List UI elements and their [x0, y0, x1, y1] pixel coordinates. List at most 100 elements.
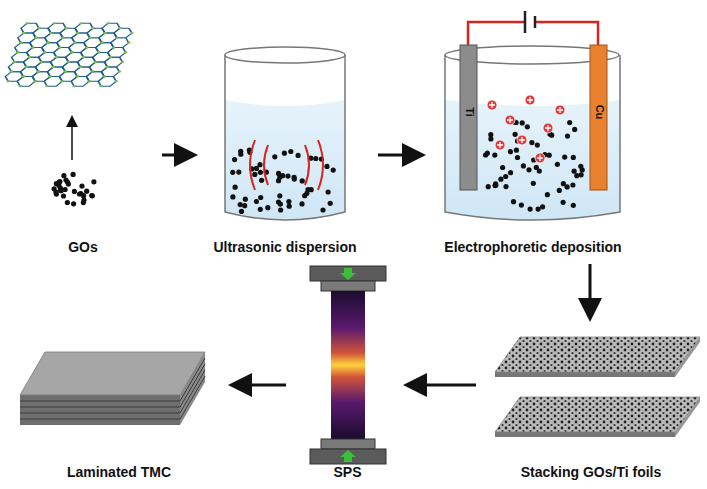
- lattice-atom: [90, 71, 94, 73]
- particle: [54, 192, 59, 197]
- beaker: [225, 47, 345, 220]
- particle: [492, 153, 497, 158]
- lattice-atom: [88, 37, 92, 39]
- particle: [529, 140, 534, 145]
- lattice-cell: [85, 72, 106, 82]
- particle: [278, 207, 283, 212]
- lattice-atom: [37, 27, 41, 29]
- positive-ions: [487, 95, 565, 163]
- lattice-atom: [27, 56, 31, 58]
- process-step: Electrophoretic deposition: [424, 15, 642, 260]
- lattice-atom: [88, 37, 92, 39]
- lattice-atom: [12, 61, 16, 63]
- particle: [65, 200, 70, 205]
- lattice-cell: [97, 76, 118, 86]
- electrode-label: Ti: [463, 107, 474, 117]
- particle: [57, 179, 62, 184]
- particle: [277, 193, 282, 198]
- lattice-cell: [88, 62, 109, 72]
- lattice-atom: [34, 37, 38, 39]
- lattice-atom: [115, 37, 119, 39]
- particle: [258, 195, 263, 200]
- lattice-atom: [118, 27, 122, 29]
- lattice-atom: [85, 46, 89, 48]
- lattice-atom: [102, 75, 106, 77]
- particle: [579, 172, 584, 177]
- lattice-atom: [58, 46, 62, 48]
- lattice-atom: [81, 56, 85, 58]
- lattice-atom: [75, 75, 79, 77]
- ion-sign: [497, 142, 503, 148]
- lattice-cell: [97, 33, 118, 43]
- lattice-atom: [48, 75, 52, 77]
- lattice-atom: [115, 37, 119, 39]
- particle: [84, 189, 89, 194]
- lattice-atom: [64, 27, 68, 29]
- particle: [282, 151, 287, 156]
- lattice-atom: [69, 51, 73, 53]
- lattice-atom: [102, 75, 106, 77]
- particle: [555, 162, 560, 167]
- particle: [288, 149, 293, 154]
- particle: [230, 194, 235, 199]
- particle: [320, 207, 325, 212]
- particle: [508, 170, 513, 175]
- process-step: SPS: [290, 255, 405, 485]
- electrode-label: Cu: [593, 105, 604, 120]
- lattice-atom: [9, 71, 13, 73]
- particle: [531, 181, 536, 186]
- lattice-atom: [73, 42, 77, 44]
- ti-foil: [495, 337, 700, 377]
- particle: [259, 178, 264, 183]
- particle: [71, 172, 76, 177]
- particle: [488, 136, 493, 141]
- lattice-atom: [106, 22, 110, 24]
- particle: [299, 201, 304, 206]
- lattice-atom: [127, 42, 131, 44]
- lattice-cell: [43, 33, 64, 43]
- particle: [328, 201, 333, 206]
- flow-arrow: [234, 384, 286, 387]
- particle: [483, 152, 488, 157]
- lattice-atom: [78, 66, 82, 68]
- particle: [243, 197, 248, 202]
- lattice-atom: [76, 32, 80, 34]
- sps-press: [310, 266, 386, 464]
- lattice-atom: [18, 85, 22, 87]
- lattice-atom: [31, 46, 35, 48]
- particle: [498, 177, 503, 182]
- lattice-atom: [105, 66, 109, 68]
- lattice-atom: [78, 66, 82, 68]
- flow-arrow: [589, 264, 592, 316]
- lattice-cell: [64, 52, 85, 62]
- particle: [493, 181, 498, 186]
- lattice-atom: [115, 37, 119, 39]
- lattice-atom: [27, 56, 31, 58]
- particle: [91, 179, 96, 184]
- particle: [574, 173, 579, 178]
- process-step: Stacking GOs/Ti foils: [480, 320, 702, 485]
- lattice-atom: [60, 80, 64, 82]
- ion-sign: [519, 137, 525, 143]
- lattice-atom: [63, 71, 67, 73]
- lattice-atom: [48, 75, 52, 77]
- lattice-atom: [108, 56, 112, 58]
- particle: [519, 203, 524, 208]
- lattice-atom: [34, 37, 38, 39]
- lattice-atom: [54, 56, 58, 58]
- lattice-atom: [63, 71, 67, 73]
- lattice-cell: [100, 23, 121, 33]
- particle: [296, 153, 301, 158]
- lattice-cell: [31, 72, 52, 82]
- lattice-atom: [93, 61, 97, 63]
- lattice-atom: [12, 61, 16, 63]
- lattice-atom: [100, 42, 104, 44]
- particle: [313, 156, 318, 161]
- lattice-cell: [58, 72, 79, 82]
- lattice-atom: [112, 46, 116, 48]
- lattice-atom: [42, 51, 46, 53]
- dispersed-particles: [230, 148, 336, 214]
- lattice-cell: [4, 72, 25, 82]
- lattice-atom: [103, 32, 107, 34]
- ion: [495, 140, 505, 150]
